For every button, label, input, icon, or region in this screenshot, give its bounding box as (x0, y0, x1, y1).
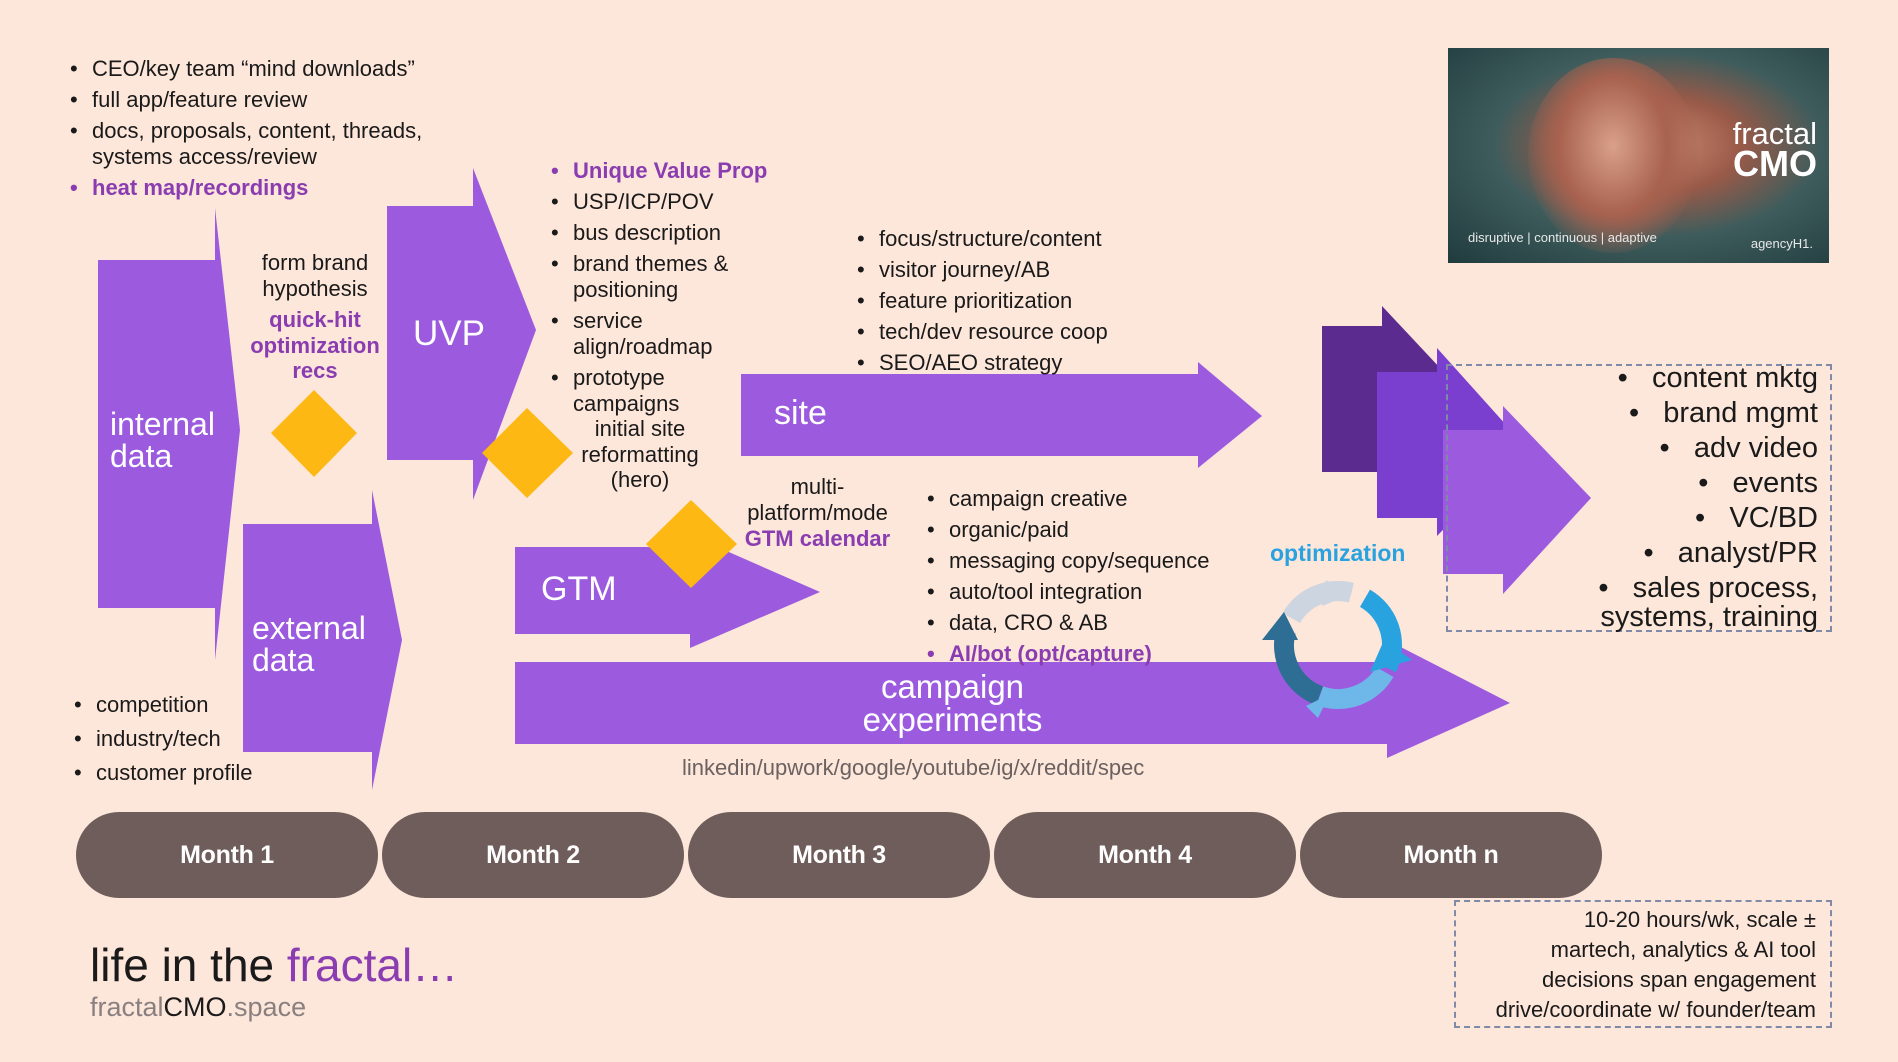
list-item: focus/structure/content (851, 226, 1181, 252)
gtm-label: GTM (541, 570, 617, 608)
site-arrow (741, 362, 1262, 468)
list-item: • events (1698, 467, 1818, 499)
engagement-line: decisions span engagement (1542, 966, 1816, 992)
logo-agency: agencyH1. (1750, 236, 1813, 251)
list-item: CEO/key team “mind downloads” (64, 56, 484, 82)
page-title-accent: fractal… (286, 939, 459, 991)
site-list: focus/structure/content visitor journey/… (851, 226, 1181, 376)
brand-hypothesis-text: form brand hypothesis (261, 250, 369, 302)
external-list: competition industry/tech customer profi… (68, 692, 268, 786)
output-arrow-light (1443, 406, 1591, 594)
intake-list: CEO/key team “mind downloads” full app/f… (64, 56, 484, 201)
intake-list-block: CEO/key team “mind downloads” full app/f… (64, 56, 484, 206)
list-item-highlight: AI/bot (opt/capture) (921, 641, 1241, 667)
list-item-highlight: Unique Value Prop (545, 158, 815, 184)
engagement-line: 10-20 hours/wk, scale ± (1583, 907, 1816, 932)
external-data-arrow (243, 490, 402, 790)
logo-line1: fractal (1732, 116, 1817, 151)
diamond-milestone-icon (271, 390, 357, 477)
site-url-part: .space (226, 992, 307, 1022)
month-3-pill: Month 3 (688, 812, 990, 898)
site-url-part: fractal (90, 992, 164, 1022)
engagement-text: 10-20 hours/wk, scale ± martech, analyti… (1460, 905, 1816, 1025)
month-1-pill: Month 1 (76, 812, 378, 898)
month-2-pill: Month 2 (382, 812, 684, 898)
list-item: • brand mgmt (1628, 397, 1818, 429)
internal-data-label: internal data (110, 406, 215, 474)
site-reformat-text: initial site reformatting (hero) (581, 416, 699, 493)
list-item: full app/feature review (64, 87, 484, 113)
list-item-highlight: heat map/recordings (64, 175, 484, 201)
outcomes-list-block: • content mktg • brand mgmt • adv video … (1500, 364, 1818, 632)
page-title-part: life in the (90, 939, 287, 991)
external-list-block: competition industry/tech customer profi… (68, 692, 268, 791)
list-item: messaging copy/sequence (921, 548, 1241, 574)
optimization-label: optimization (1270, 540, 1406, 566)
list-item: • sales process, systems, training (1598, 572, 1818, 633)
engagement-line: martech, analytics & AI tool (1550, 936, 1816, 962)
month-4-pill: Month 4 (994, 812, 1296, 898)
cycle-arrows-icon (1262, 580, 1412, 718)
multi-platform-text: multi-platform/mode GTM calendar (735, 474, 900, 552)
list-item: auto/tool integration (921, 579, 1241, 605)
list-item: organic/paid (921, 517, 1241, 543)
list-item: industry/tech (68, 726, 268, 752)
list-item: SEO/AEO strategy (851, 350, 1181, 376)
list-item: brand themes & positioning (545, 251, 753, 303)
quick-hit-text: quick-hit optimization recs (250, 307, 380, 384)
logo-tagline: disruptive | continuous | adaptive (1468, 230, 1657, 245)
gtm-list-block: campaign creative organic/paid messaging… (921, 486, 1241, 672)
fractal-cmo-logo: fractal CMO disruptive | continuous | ad… (1448, 48, 1829, 263)
gtm-calendar-label: GTM calendar (744, 525, 891, 551)
list-item: • analyst/PR (1643, 537, 1818, 569)
uvp-list: Unique Value Prop USP/ICP/POV bus descri… (545, 158, 815, 417)
list-item: data, CRO & AB (921, 610, 1241, 636)
list-item: bus description (545, 220, 815, 246)
uvp-arrow (387, 168, 536, 500)
diamond-milestone-icon (646, 500, 737, 588)
campaign-experiments-arrow (515, 640, 1510, 758)
list-item: • adv video (1659, 432, 1818, 464)
gtm-arrow (515, 535, 820, 648)
multi-platform-label: multi-platform/mode (747, 474, 888, 525)
list-item: feature prioritization (851, 288, 1181, 314)
site-url: fractalCMO.space (90, 994, 306, 1021)
site-url-brand: CMO (163, 992, 227, 1022)
list-item: campaign creative (921, 486, 1241, 512)
uvp-label: UVP (413, 314, 485, 353)
engagement-line: drive/coordinate w/ founder/team (1495, 996, 1816, 1022)
list-item: customer profile (68, 760, 268, 786)
diamond-milestone-icon (482, 408, 573, 498)
list-item: prototype campaigns (545, 365, 723, 417)
list-item: • VC/BD (1695, 502, 1818, 534)
list-item: • content mktg (1617, 362, 1818, 394)
external-data-label: external data (252, 610, 366, 678)
list-item: USP/ICP/POV (545, 189, 815, 215)
list-item: tech/dev resource coop (851, 319, 1181, 345)
list-item: docs, proposals, content, threads, syste… (64, 118, 484, 170)
month-n-pill: Month n (1300, 812, 1602, 898)
list-item: competition (68, 692, 268, 718)
gtm-list: campaign creative organic/paid messaging… (921, 486, 1241, 667)
site-list-block: focus/structure/content visitor journey/… (851, 226, 1181, 381)
campaign-experiments-label: campaign experiments (862, 668, 1043, 738)
uvp-list-block: Unique Value Prop USP/ICP/POV bus descri… (545, 158, 815, 422)
engagement-box (1454, 900, 1832, 1028)
channels-text: linkedin/upwork/google/youtube/ig/x/redd… (682, 755, 1145, 780)
internal-data-arrow (98, 208, 240, 660)
list-item: service align/roadmap (545, 308, 723, 360)
page-title: life in the fractal… (90, 942, 458, 988)
outcomes-box (1446, 364, 1832, 632)
site-label: site (774, 394, 827, 432)
logo-line2: CMO (1733, 143, 1817, 184)
list-item: visitor journey/AB (851, 257, 1181, 283)
